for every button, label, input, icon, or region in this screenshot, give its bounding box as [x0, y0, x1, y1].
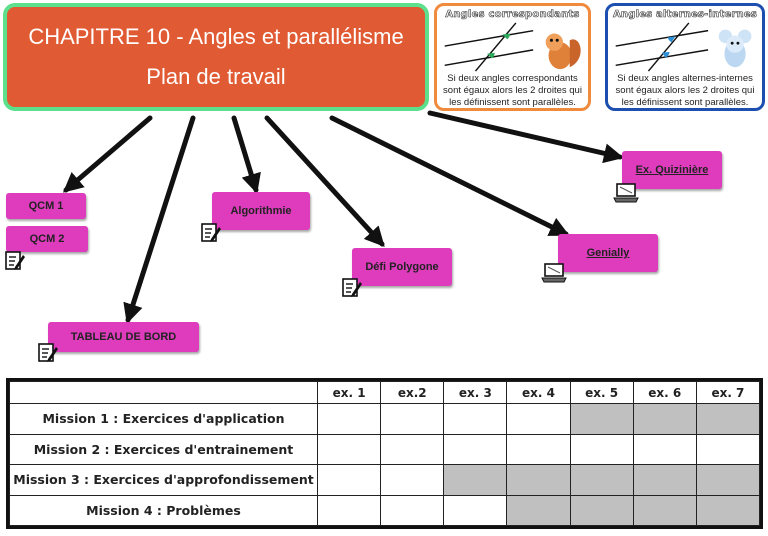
exercise-cell-disabled: [632, 403, 697, 435]
exercise-cell[interactable]: [443, 433, 508, 465]
mouse-icon: [718, 29, 752, 68]
chapter-subtitle: Plan de travail: [146, 64, 286, 89]
card-title: Angles correspondants: [445, 9, 580, 21]
column-header: ex. 1: [316, 381, 382, 404]
mission-label: Mission 1 : Exercices d'application: [9, 403, 318, 435]
alternate-angles-figure: [615, 22, 752, 72]
table-row: Mission 2 : Exercices d'entrainement: [9, 433, 761, 465]
worksheet-pencil-icon: [38, 343, 58, 362]
exercise-cell[interactable]: [316, 433, 382, 465]
exercise-cell[interactable]: [506, 433, 571, 465]
genially-button[interactable]: Genially: [558, 234, 658, 272]
tableau-de-bord-button[interactable]: TABLEAU DE BORD: [48, 322, 199, 352]
exercise-cell[interactable]: [632, 433, 697, 465]
exercise-cell-disabled: [506, 464, 571, 496]
quiziniere-button[interactable]: Ex. Quizinière: [622, 151, 722, 189]
qcm2-button[interactable]: QCM 2: [6, 226, 88, 252]
squirrel-icon: [545, 33, 581, 70]
card-title: Angles alternes-internes: [612, 9, 758, 21]
mission-label: Mission 3 : Exercices d'approfondissemen…: [9, 464, 318, 496]
table-header-row: ex. 1 ex.2 ex. 3 ex. 4 ex. 5 ex. 6 ex. 7: [9, 381, 761, 404]
qcm1-button[interactable]: QCM 1: [6, 193, 86, 219]
column-header: ex. 5: [569, 381, 634, 404]
exercise-cell[interactable]: [380, 433, 445, 465]
genially-label: Genially: [586, 247, 630, 259]
table-row: Mission 1 : Exercices d'application: [9, 403, 761, 435]
exercise-cell-disabled: [695, 464, 761, 496]
mission-grid: ex. 1 ex.2 ex. 3 ex. 4 ex. 5 ex. 6 ex. 7…: [6, 378, 763, 529]
quiziniere-label: Ex. Quizinière: [635, 164, 709, 176]
exercise-cell-disabled: [695, 494, 761, 526]
arrow-algorithmie: [231, 115, 261, 194]
laptop-icon: [541, 263, 567, 283]
table-row: Mission 4 : Problèmes: [9, 494, 761, 526]
qcm2-label: QCM 2: [29, 233, 65, 245]
header-corner: [9, 381, 318, 404]
mission-label: Mission 2 : Exercices d'entrainement: [9, 433, 318, 465]
laptop-icon: [613, 183, 639, 203]
exercise-cell-disabled: [695, 403, 761, 435]
exercise-cell[interactable]: [569, 433, 634, 465]
exercise-cell[interactable]: [316, 494, 382, 526]
defi-polygone-button[interactable]: Défi Polygone: [352, 248, 452, 286]
exercise-cell-disabled: [632, 464, 697, 496]
worksheet-pencil-icon: [342, 278, 362, 297]
column-header: ex. 4: [506, 381, 571, 404]
card-angles-correspondants: Angles correspondants Si deux angles cor…: [434, 3, 591, 111]
exercise-cell[interactable]: [506, 403, 571, 435]
worksheet-pencil-icon: [5, 251, 25, 270]
column-header: ex. 3: [443, 381, 508, 404]
column-header: ex. 6: [632, 381, 697, 404]
exercise-cell[interactable]: [695, 433, 761, 465]
exercise-cell-disabled: [443, 464, 508, 496]
table-row: Mission 3 : Exercices d'approfondissemen…: [9, 464, 761, 496]
arrow-tableau: [123, 115, 196, 324]
exercise-cell[interactable]: [380, 494, 445, 526]
corresponding-angles-figure: [444, 22, 581, 72]
algorithmie-label: Algorithmie: [230, 205, 292, 217]
mission-label: Mission 4 : Problèmes: [9, 494, 318, 526]
tableau-de-bord-label: TABLEAU DE BORD: [70, 331, 177, 343]
chapter-title: CHAPITRE 10 - Angles et parallélisme: [28, 24, 404, 49]
exercise-cell[interactable]: [443, 403, 508, 435]
exercise-cell[interactable]: [316, 464, 382, 496]
exercise-cell-disabled: [569, 494, 634, 526]
exercise-cell[interactable]: [380, 464, 445, 496]
card-rule-text: Si deux angles correspondants sont égaux…: [443, 73, 582, 108]
defi-polygone-label: Défi Polygone: [365, 261, 439, 273]
exercise-cell-disabled: [569, 403, 634, 435]
card-rule-text: Si deux angles alternes-internes sont ég…: [615, 73, 755, 108]
exercise-cell[interactable]: [316, 403, 382, 435]
exercise-cell[interactable]: [443, 494, 508, 526]
arrow-genially: [329, 115, 570, 237]
exercise-cell-disabled: [632, 494, 697, 526]
exercise-cell-disabled: [569, 464, 634, 496]
column-header: ex. 7: [695, 381, 761, 404]
exercise-cell-disabled: [506, 494, 571, 526]
arrow-qcm: [62, 115, 153, 193]
qcm1-label: QCM 1: [28, 200, 64, 212]
mission-table: ex. 1 ex.2 ex. 3 ex. 4 ex. 5 ex. 6 ex. 7…: [9, 381, 761, 526]
algorithmie-button[interactable]: Algorithmie: [212, 192, 310, 230]
arrow-quiziniere: [427, 110, 624, 164]
column-header: ex.2: [380, 381, 445, 404]
card-angles-alternes-internes: Angles alternes-internes Si deux angles …: [605, 3, 765, 111]
exercise-cell[interactable]: [380, 403, 445, 435]
worksheet-pencil-icon: [201, 223, 221, 242]
chapter-title-box: CHAPITRE 10 - Angles et parallélisme Pla…: [3, 3, 429, 111]
